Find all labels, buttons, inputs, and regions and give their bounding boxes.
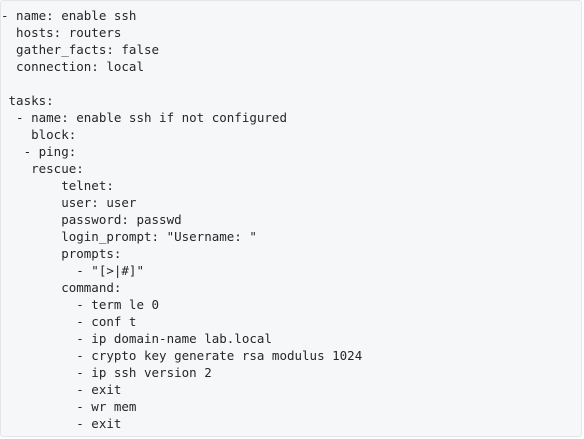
code-line: tasks:	[1, 93, 54, 108]
code-line: - crypto key generate rsa modulus 1024	[1, 348, 363, 363]
code-line: - ip ssh version 2	[1, 365, 212, 380]
code-line: - wr mem	[1, 399, 137, 414]
code-line: - exit	[1, 416, 122, 431]
code-line: login_prompt: "Username: "	[1, 229, 257, 244]
code-line: - ping:	[1, 144, 77, 159]
code-line: command:	[1, 280, 122, 295]
code-line: - conf t	[1, 314, 137, 329]
code-line: user: user	[1, 195, 137, 210]
code-line: - exit	[1, 382, 122, 397]
code-line: telnet:	[1, 178, 114, 193]
code-line: block:	[1, 127, 77, 142]
code-line: - term le 0	[1, 297, 160, 312]
code-lines: - name: enable ssh hosts: routers gather…	[1, 7, 362, 432]
code-line: prompts:	[1, 246, 122, 261]
code-line: password: passwd	[1, 212, 182, 227]
code-line: - ip domain-name lab.local	[1, 331, 272, 346]
code-line: connection: local	[1, 59, 144, 74]
code-line: - name: enable ssh	[1, 8, 137, 23]
code-line: hosts: routers	[1, 25, 122, 40]
code-line: - "[>|#]"	[1, 263, 144, 278]
code-line: gather_facts: false	[1, 42, 160, 57]
code-line: - name: enable ssh if not configured	[1, 110, 287, 125]
code-line: rescue:	[1, 161, 84, 176]
code-line	[1, 75, 362, 92]
